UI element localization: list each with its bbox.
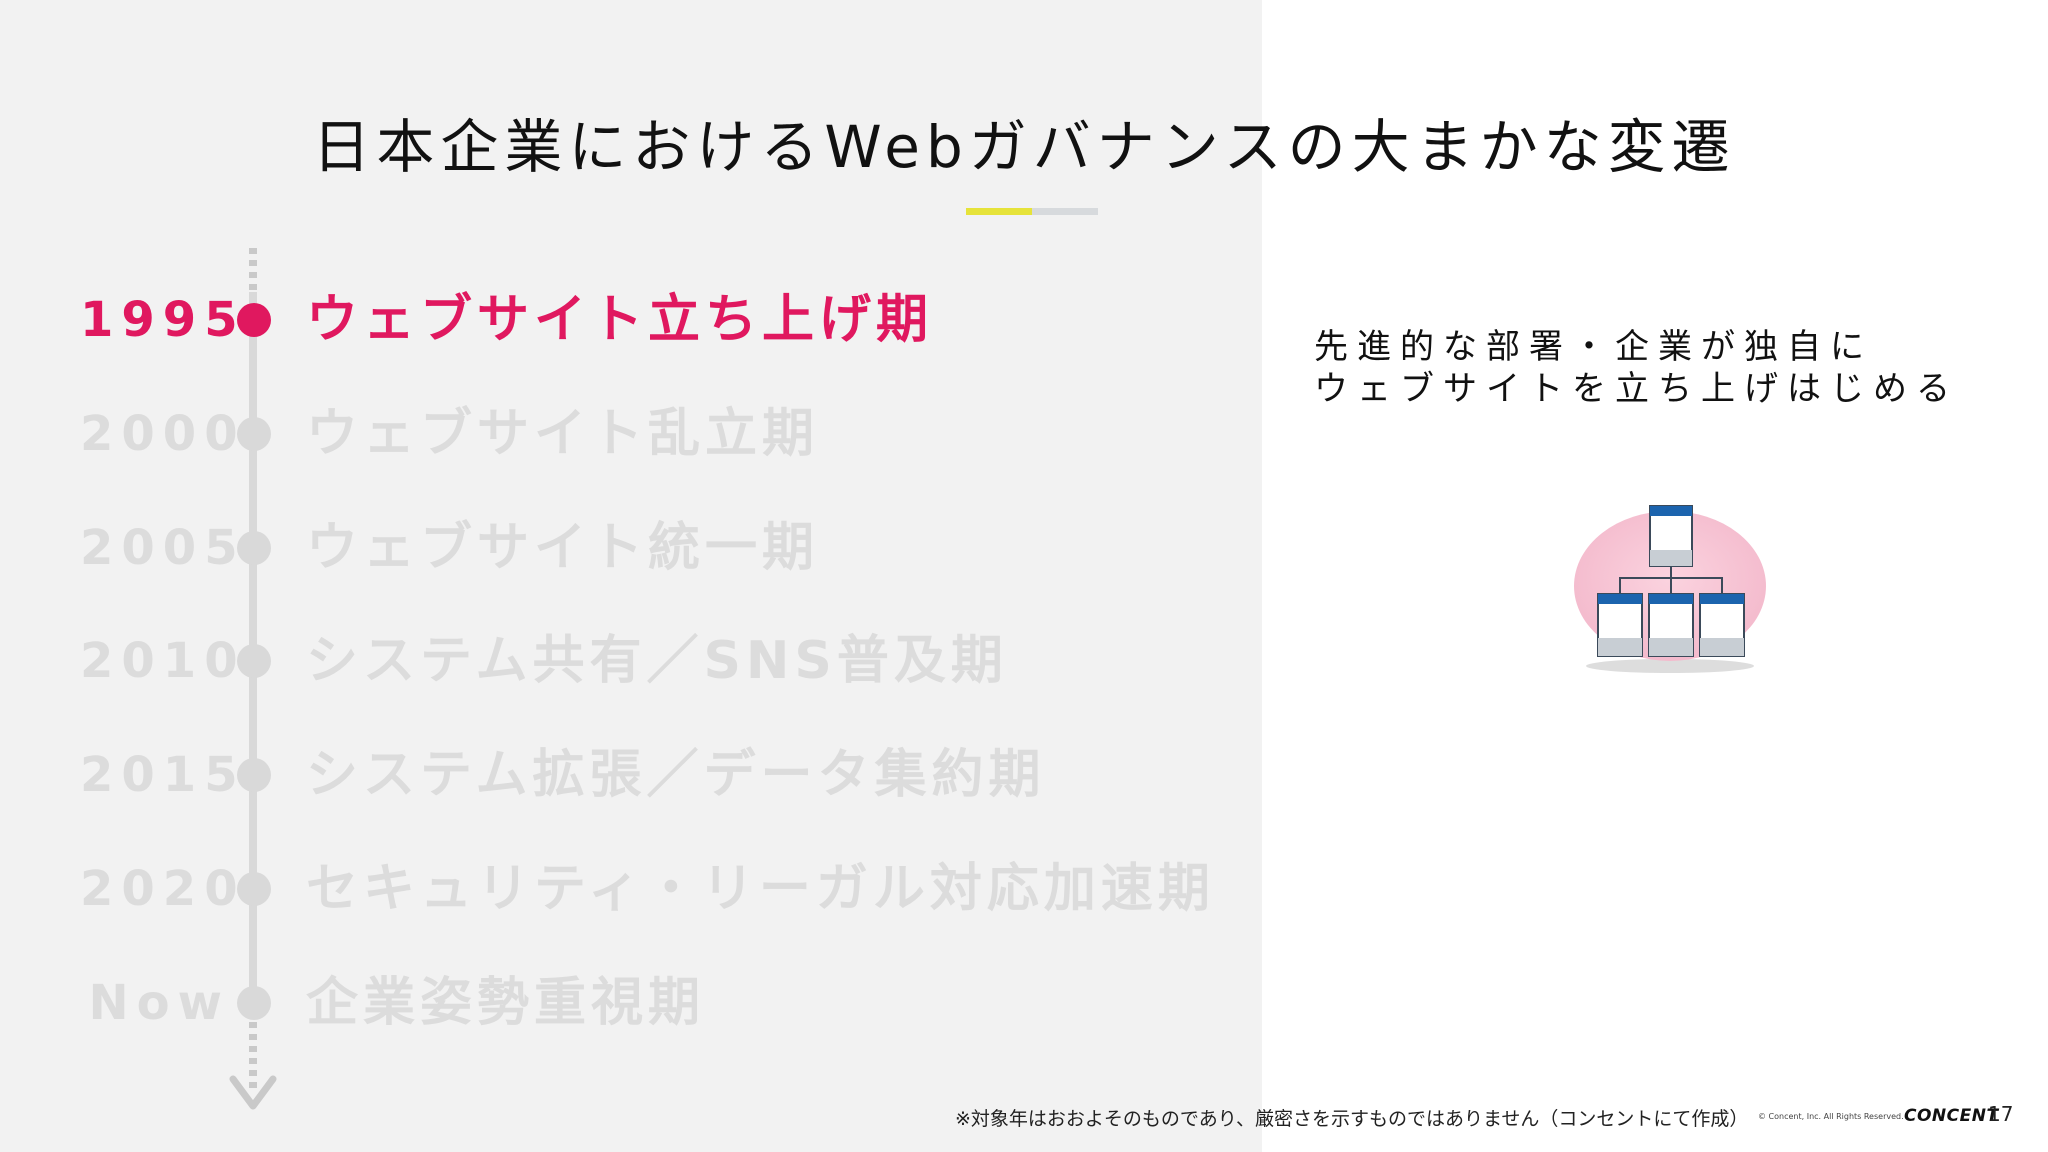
timeline-label: 企業姿勢重視期	[306, 973, 706, 1033]
timeline-item: 2020 セキュリティ・リーガル対応加速期	[0, 849, 1262, 929]
timeline-dotted-end	[249, 1010, 257, 1090]
timeline-year: 2015	[80, 747, 246, 803]
phase-description: 先進的な部署・企業が独自に ウェブサイトを立ち上げはじめる	[1314, 326, 1959, 410]
slide-title: 日本企業におけるWebガバナンスの大まかな変遷	[312, 113, 1736, 181]
timeline-dot	[237, 531, 271, 565]
arrow-down-icon	[229, 1075, 277, 1110]
timeline-item: 2005 ウェブサイト統一期	[0, 508, 1262, 588]
timeline-dot	[237, 986, 271, 1020]
timeline-item: 2010 システム共有／SNS普及期	[0, 621, 1262, 701]
timeline-dot	[237, 303, 271, 337]
brand-logo: CONCENT	[1904, 1106, 1999, 1126]
timeline-item: 1995 ウェブサイト立ち上げ期	[0, 280, 1262, 360]
timeline-year: 2010	[80, 633, 246, 689]
copyright-text: © Concent, Inc. All Rights Reserved.	[1758, 1112, 1904, 1121]
title-underline-accent	[966, 208, 1032, 215]
title-underline-base	[1032, 208, 1098, 215]
timeline-label: ウェブサイト統一期	[306, 518, 820, 578]
footnote: ※対象年はおおよそのものであり、厳密さを示すものではありません（コンセントにて作…	[955, 1108, 1749, 1130]
description-line: 先進的な部署・企業が独自に	[1314, 327, 1873, 367]
timeline-dot	[237, 758, 271, 792]
timeline-panel	[0, 0, 1262, 1152]
timeline-item: 2015 システム拡張／データ集約期	[0, 735, 1262, 815]
timeline-label: セキュリティ・リーガル対応加速期	[306, 859, 1215, 919]
timeline-dot	[237, 644, 271, 678]
timeline-dot	[237, 417, 271, 451]
timeline-label: ウェブサイト乱立期	[306, 404, 820, 464]
timeline-year: 1995	[80, 292, 246, 348]
timeline-label: ウェブサイト立ち上げ期	[306, 290, 934, 350]
timeline-item: 2000 ウェブサイト乱立期	[0, 394, 1262, 474]
timeline-year: Now	[88, 975, 230, 1031]
timeline-year: 2020	[80, 861, 246, 917]
timeline-label: システム共有／SNS普及期	[306, 631, 1008, 691]
page-number: 17	[1988, 1102, 2014, 1126]
timeline-label: システム拡張／データ集約期	[306, 745, 1046, 805]
timeline-dot	[237, 872, 271, 906]
timeline-year: 2005	[80, 520, 246, 576]
timeline-item: Now 企業姿勢重視期	[0, 963, 1262, 1043]
description-line: ウェブサイトを立ち上げはじめる	[1314, 369, 1959, 409]
timeline-year: 2000	[80, 406, 246, 462]
timeline-dotted-start	[249, 248, 257, 292]
site-hierarchy-icon	[1574, 505, 1766, 673]
